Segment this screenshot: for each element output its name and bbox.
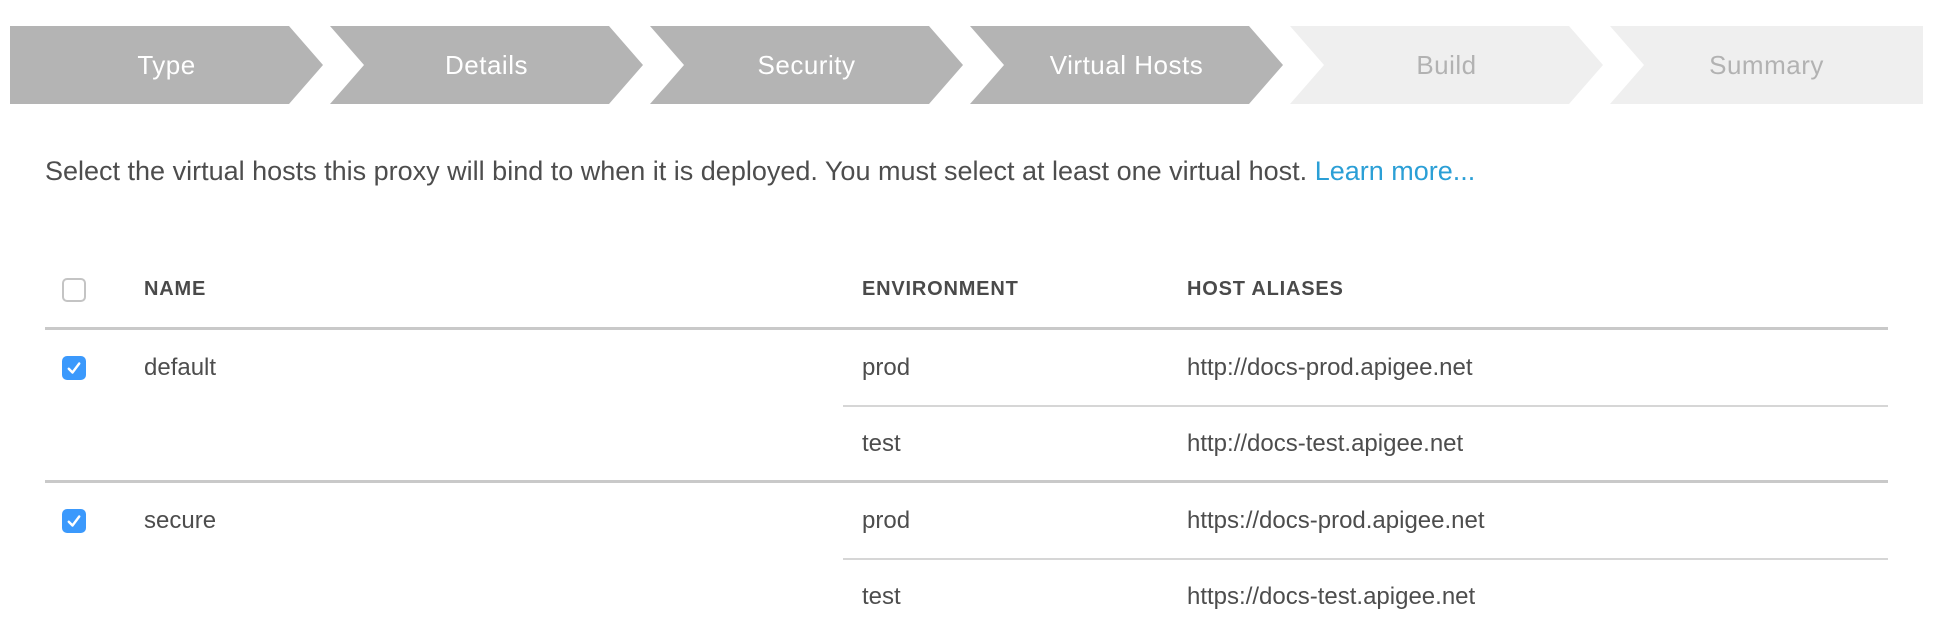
table-row: default prod http://docs-prod.apigee.net… — [45, 330, 1888, 480]
environment-value: prod — [862, 506, 911, 534]
row-bindings: prod http://docs-prod.apigee.net test ht… — [843, 330, 1888, 480]
environment-value: test — [862, 429, 901, 457]
table-header-row: NAME ENVIRONMENT HOST ALIASES — [45, 252, 1888, 330]
host-alias-value: https://docs-test.apigee.net — [1187, 582, 1476, 610]
step-build: Build — [1290, 26, 1603, 104]
step-security[interactable]: Security — [650, 26, 963, 104]
binding-row: prod http://docs-prod.apigee.net — [843, 330, 1888, 405]
header-environment-label: ENVIRONMENT — [862, 278, 1019, 300]
intro-text: Select the virtual hosts this proxy will… — [45, 154, 1888, 188]
row-checkbox-default[interactable] — [62, 355, 86, 380]
row-checkbox-secure[interactable] — [62, 508, 86, 533]
select-all-checkbox[interactable] — [62, 277, 86, 302]
host-alias-value: https://docs-prod.apigee.net — [1187, 506, 1485, 534]
step-type[interactable]: Type — [10, 26, 323, 104]
intro-sentence: Select the virtual hosts this proxy will… — [45, 156, 1308, 186]
header-name-label: NAME — [144, 278, 207, 300]
row-name-label: secure — [144, 506, 217, 534]
row-bindings: prod https://docs-prod.apigee.net test h… — [843, 483, 1888, 628]
table-row: secure prod https://docs-prod.apigee.net… — [45, 480, 1888, 628]
binding-row: prod https://docs-prod.apigee.net — [843, 483, 1888, 558]
checkmark-icon — [67, 361, 81, 374]
binding-row: test https://docs-test.apigee.net — [843, 558, 1888, 628]
step-summary: Summary — [1610, 26, 1923, 104]
learn-more-link[interactable]: Learn more... — [1314, 156, 1476, 186]
wizard-stepper: Type Details Security Virtual Hosts Buil… — [10, 26, 1923, 104]
host-alias-value: http://docs-test.apigee.net — [1187, 429, 1464, 457]
virtual-hosts-table: NAME ENVIRONMENT HOST ALIASES default pr… — [45, 252, 1888, 628]
header-name-cell: NAME — [45, 277, 843, 302]
host-alias-value: http://docs-prod.apigee.net — [1187, 353, 1473, 381]
row-name-cell: secure — [45, 483, 843, 558]
checkmark-icon — [67, 514, 81, 527]
environment-value: test — [862, 582, 901, 610]
row-name-cell: default — [45, 330, 843, 405]
header-host-aliases-label: HOST ALIASES — [1187, 278, 1344, 300]
step-details[interactable]: Details — [330, 26, 643, 104]
environment-value: prod — [862, 353, 911, 381]
row-name-label: default — [144, 353, 217, 381]
step-virtual-hosts[interactable]: Virtual Hosts — [970, 26, 1283, 104]
binding-row: test http://docs-test.apigee.net — [843, 405, 1888, 480]
